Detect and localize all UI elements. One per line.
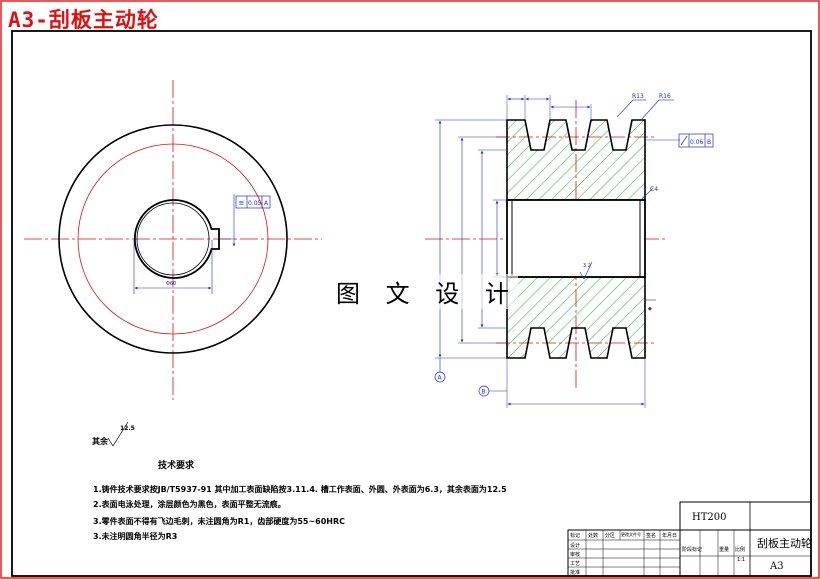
flatness-datum: B: [707, 139, 711, 146]
tb-row-2: 审核: [570, 552, 581, 558]
tb-head-6: 年月日: [662, 533, 678, 539]
tb-weight-label: 重量: [719, 547, 730, 553]
tb-head-1: 标记: [570, 533, 581, 539]
bore-inner: [136, 202, 210, 276]
datum-b-text: B: [482, 389, 486, 396]
c4-label: C4: [650, 186, 658, 193]
datum-b-circle: [478, 385, 490, 397]
title-block: [567, 501, 812, 577]
r13-leader: [616, 99, 634, 118]
sym-tol-datum: A: [264, 200, 269, 207]
end-view: Φ60 ≡ 0.05 A: [24, 80, 322, 400]
tb-row-4: 批准: [570, 570, 581, 576]
datum-a-text: A: [438, 375, 443, 382]
tb-row-3: 工艺: [570, 561, 581, 567]
rest-roughness-value: 12.5: [120, 425, 135, 432]
tech-req-item-4: 3.未注明圆角半径为R3: [93, 532, 178, 541]
tb-head-3: 分区: [605, 533, 616, 539]
inner-border: [11, 30, 812, 577]
pitch-circle: [77, 143, 269, 335]
bore-section: [506, 199, 646, 278]
bore-with-keyway: [133, 199, 220, 279]
datum-a-circle: [434, 371, 446, 383]
sym-tol-value: 0.05: [248, 200, 262, 207]
tb-head-4: 更改文件号: [621, 532, 641, 537]
ra-label: 3.2: [583, 263, 591, 269]
sym-tol-frame: [235, 195, 271, 209]
r16-label: R16: [659, 93, 671, 100]
tech-req-item-1: 1.铸件技术要求按JB/T5937-91 其中加工表面缺陷按3.11.4. 槽工…: [93, 485, 507, 494]
right-leader-mark: ◆: [648, 306, 652, 312]
tb-scale-label: 比例: [735, 547, 746, 553]
tech-req-item-2: 2.表面电泳处理，涂层颜色为黑色，表面平整无流痕。: [93, 500, 286, 509]
tech-req-item-3: 3.零件表面不得有飞边毛刺，未注圆角为R1，齿部硬度为55~60HRC: [93, 517, 346, 526]
upper-section: [506, 119, 646, 201]
bore-dim-text: Φ60: [166, 281, 176, 287]
tb-material: HT200: [692, 512, 727, 523]
tb-stage-label: 阶段标记: [682, 547, 703, 553]
flatness-value: 0.06: [690, 139, 704, 146]
flatness-symbol: [680, 135, 688, 146]
c4-leader: [640, 187, 654, 201]
tb-head-5: 签名: [646, 533, 657, 539]
tb-row-1: 设计: [570, 543, 581, 549]
overlay-text: 图 文 设 计: [336, 274, 518, 309]
tb-sheet: A3: [770, 561, 784, 572]
sym-tol-symbol: ≡: [239, 199, 245, 207]
drawing-title: A3-刮板主动轮: [8, 8, 159, 32]
rest-roughness-symbol: [107, 421, 129, 447]
ra-symbol: [579, 261, 593, 280]
lower-section: [506, 276, 646, 359]
r16-leader: [640, 99, 660, 121]
flatness-frame: [678, 133, 714, 148]
tech-req-title: 技术要求: [158, 461, 195, 471]
tb-head-2: 处数: [588, 533, 599, 539]
outer-circle: [58, 124, 288, 354]
r13-label: R13: [632, 93, 644, 100]
section-view: R13 R16 0.06 B C4 3.2 ◆: [425, 93, 714, 408]
tb-part-name: 刮板主动轮: [757, 537, 812, 550]
tb-scale: 1:1: [737, 557, 746, 563]
rest-roughness-label: 其余: [92, 437, 108, 446]
